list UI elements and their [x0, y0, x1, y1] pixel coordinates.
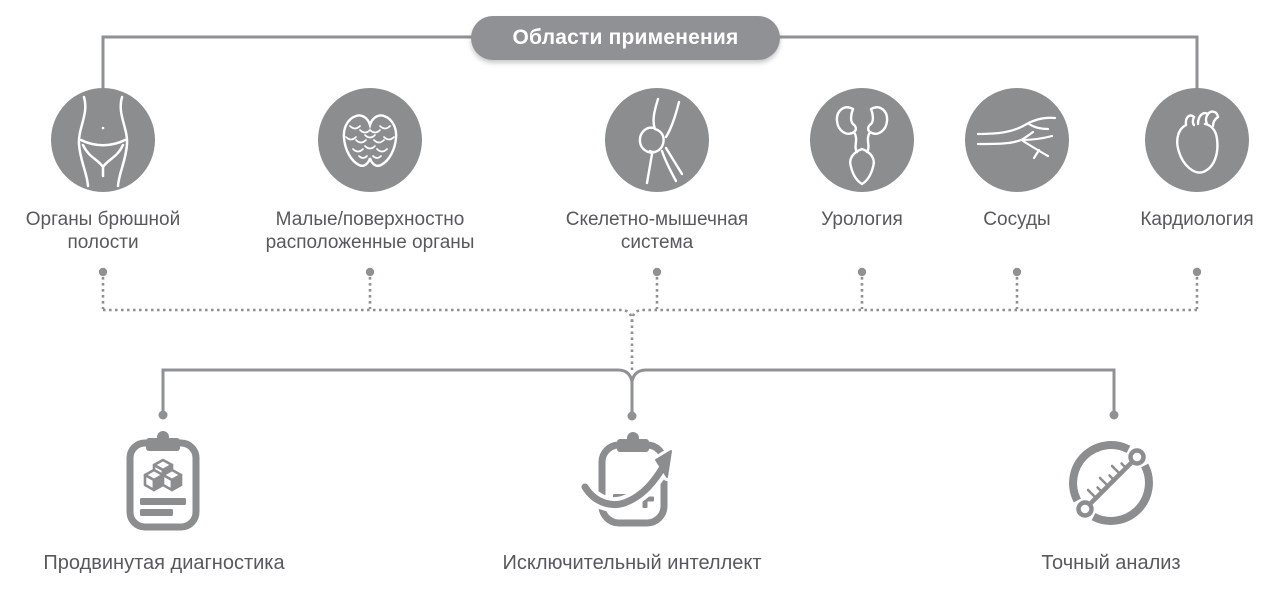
- label-anchor-dots: [98, 267, 1202, 277]
- app-item-vessels: Сосуды: [892, 88, 1142, 231]
- urinary-system-icon: [810, 88, 914, 192]
- dotted-collector-line: [103, 308, 1197, 371]
- app-item-abdominal: Органы брюшной полости: [0, 88, 228, 254]
- feature-label: Точный анализ: [1041, 552, 1181, 574]
- blood-vessels-icon: [965, 88, 1069, 192]
- app-label: Скелетно-мышечная система: [565, 209, 749, 254]
- app-label: Кардиология: [1140, 209, 1254, 230]
- clipboard-cubes-icon: [109, 428, 219, 538]
- page-title: Области применения: [512, 26, 739, 49]
- feature-label: Исключительный интеллект: [502, 552, 762, 574]
- app-item-cardiology: Кардиология: [1072, 88, 1273, 231]
- app-item-small-organs: Малые/поверхностно расположенные органы: [245, 88, 495, 254]
- heart-icon: [1145, 88, 1249, 192]
- bracket-end-dots: [158, 410, 1119, 421]
- abdomen-icon: [51, 88, 155, 192]
- precision-gauge-icon: [1056, 428, 1166, 538]
- knee-joint-icon: [605, 88, 709, 192]
- app-item-urology: Урология: [737, 88, 987, 231]
- feature-item-accurate-analysis: Точный анализ: [941, 428, 1273, 575]
- app-label: Урология: [821, 209, 903, 230]
- feature-item-exceptional-intelligence: Исключительный интеллект: [462, 428, 802, 575]
- dotted-drop-lines: [101, 277, 1199, 309]
- app-label: Малые/поверхностно расположенные органы: [265, 209, 475, 254]
- clipboard-growth-arrow-icon: [577, 428, 687, 538]
- feature-item-advanced-diagnostics: Продвинутая диагностика: [0, 428, 334, 575]
- feature-label: Продвинутая диагностика: [43, 552, 285, 574]
- title-pill: Области применения: [471, 16, 780, 60]
- app-label: Сосуды: [983, 209, 1051, 230]
- thyroid-icon: [318, 88, 422, 192]
- app-item-musculoskeletal: Скелетно-мышечная система: [532, 88, 782, 254]
- solid-bracket-line: [161, 368, 1116, 412]
- app-label: Органы брюшной полости: [25, 209, 181, 254]
